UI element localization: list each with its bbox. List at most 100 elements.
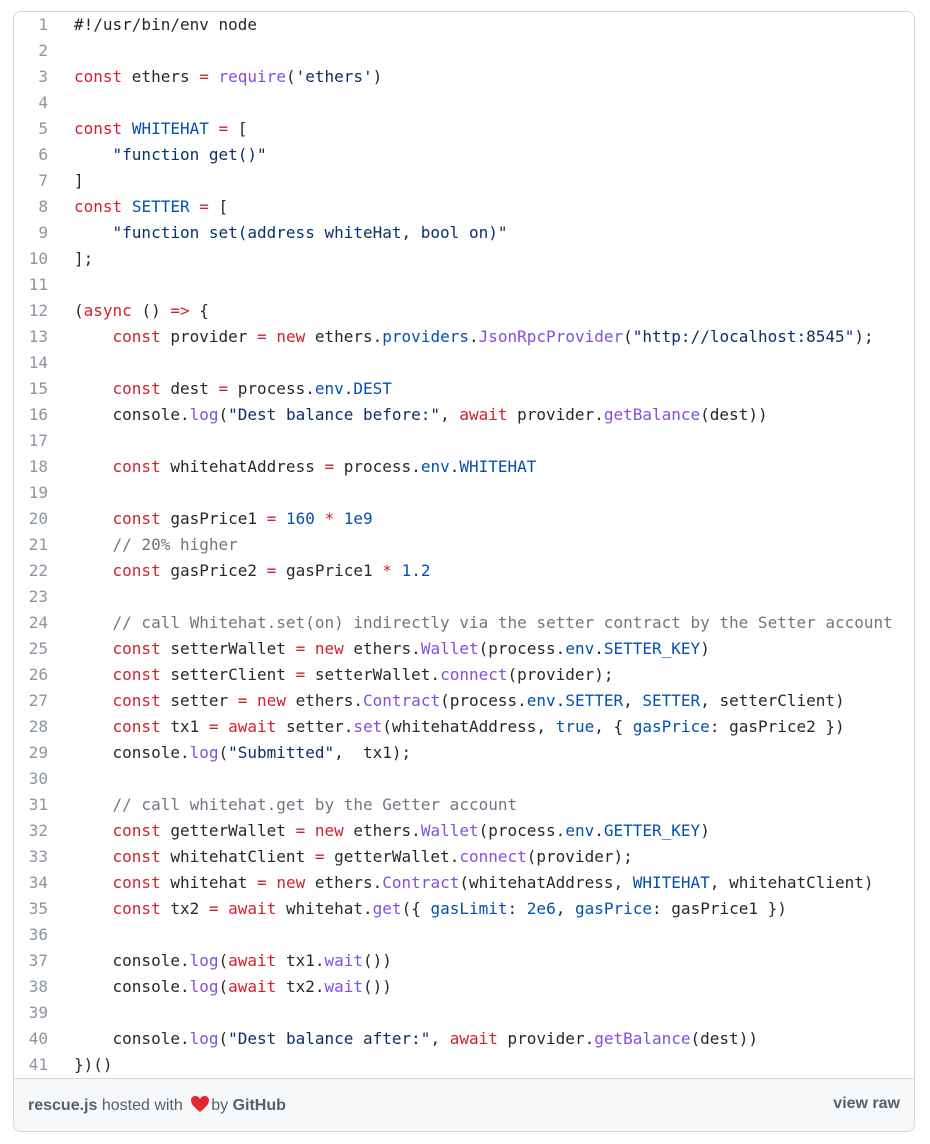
line-number[interactable]: 12 bbox=[28, 301, 48, 320]
line-number[interactable]: 14 bbox=[28, 353, 48, 372]
line-number[interactable]: 22 bbox=[28, 561, 48, 580]
line-content: const provider = new ethers.providers.Js… bbox=[112, 327, 874, 346]
code-line: 18 const whitehatAddress = process.env.W… bbox=[14, 454, 914, 480]
line-number[interactable]: 25 bbox=[28, 639, 48, 658]
line-number[interactable]: 36 bbox=[28, 925, 48, 944]
line-number[interactable]: 4 bbox=[38, 93, 48, 112]
code-line: 11 bbox=[14, 272, 914, 298]
code-line: 34 const whitehat = new ethers.Contract(… bbox=[14, 870, 914, 896]
line-content: console.log(await tx2.wait()) bbox=[74, 977, 392, 996]
line-content: console.log("Dest balance before:", awai… bbox=[74, 405, 768, 424]
line-number[interactable]: 18 bbox=[28, 457, 48, 476]
line-number[interactable]: 26 bbox=[28, 665, 48, 684]
line-number[interactable]: 19 bbox=[28, 483, 48, 502]
line-number[interactable]: 7 bbox=[38, 171, 48, 190]
code-line: 7] bbox=[14, 168, 914, 194]
code-line: 16 console.log("Dest balance before:", a… bbox=[14, 402, 914, 428]
line-number[interactable]: 3 bbox=[38, 67, 48, 86]
line-number[interactable]: 9 bbox=[38, 223, 48, 242]
line-content: // 20% higher bbox=[112, 535, 238, 554]
line-content: })() bbox=[74, 1055, 113, 1074]
code-line: 25 const setterWallet = new ethers.Walle… bbox=[14, 636, 914, 662]
line-content: (async () => { bbox=[74, 301, 209, 320]
line-number[interactable]: 38 bbox=[28, 977, 48, 996]
code-line: 35 const tx2 = await whitehat.get({ gasL… bbox=[14, 896, 914, 922]
line-content: const tx1 = await setter.set(whitehatAdd… bbox=[112, 717, 845, 736]
line-number[interactable]: 28 bbox=[28, 717, 48, 736]
code-line: 31 // call whitehat.get by the Getter ac… bbox=[14, 792, 914, 818]
filename-link[interactable]: rescue.js bbox=[28, 1097, 98, 1114]
code-line: 36 bbox=[14, 922, 914, 948]
line-content: "function get()" bbox=[112, 145, 267, 164]
line-number[interactable]: 40 bbox=[28, 1029, 48, 1048]
code-line: 26 const setterClient = setterWallet.con… bbox=[14, 662, 914, 688]
line-number[interactable]: 8 bbox=[38, 197, 48, 216]
line-content: const setterWallet = new ethers.Wallet(p… bbox=[112, 639, 710, 658]
line-number[interactable]: 30 bbox=[28, 769, 48, 788]
line-content: // call Whitehat.set(on) indirectly via … bbox=[112, 613, 893, 632]
line-content: const tx2 = await whitehat.get({ gasLimi… bbox=[112, 899, 787, 918]
view-raw-link[interactable]: view raw bbox=[833, 1095, 900, 1112]
line-number[interactable]: 24 bbox=[28, 613, 48, 632]
line-content: const whitehatAddress = process.env.WHIT… bbox=[112, 457, 537, 476]
line-content: #!/usr/bin/env node bbox=[74, 15, 258, 34]
by-text: by bbox=[211, 1097, 233, 1114]
line-content: const gasPrice2 = gasPrice1 * 1.2 bbox=[112, 561, 431, 580]
line-number[interactable]: 23 bbox=[28, 587, 48, 606]
code-line: 41 })() bbox=[14, 1052, 914, 1078]
line-number[interactable]: 37 bbox=[28, 951, 48, 970]
line-number[interactable]: 32 bbox=[28, 821, 48, 840]
line-number[interactable]: 13 bbox=[28, 327, 48, 346]
code-line: 38 console.log(await tx2.wait()) bbox=[14, 974, 914, 1000]
line-content: ]; bbox=[74, 249, 94, 268]
code-line: 23 bbox=[14, 584, 914, 610]
line-number[interactable]: 39 bbox=[28, 1003, 48, 1022]
code-line: 27 const setter = new ethers.Contract(pr… bbox=[14, 688, 914, 714]
line-number[interactable]: 11 bbox=[28, 275, 48, 294]
hosted-with-text: hosted with bbox=[97, 1097, 188, 1114]
line-content: console.log(await tx1.wait()) bbox=[74, 951, 392, 970]
line-content: const getterWallet = new ethers.Wallet(p… bbox=[112, 821, 710, 840]
line-number[interactable]: 17 bbox=[28, 431, 48, 450]
line-content: const setter = new ethers.Contract(proce… bbox=[112, 691, 845, 710]
line-content: const setterClient = setterWallet.connec… bbox=[112, 665, 614, 684]
line-number[interactable]: 5 bbox=[38, 119, 48, 138]
code-line: 3 const ethers = require('ethers') bbox=[14, 64, 914, 90]
code-line: 13 const provider = new ethers.providers… bbox=[14, 324, 914, 350]
code-line: 30 bbox=[14, 766, 914, 792]
code-line: 1 #!/usr/bin/env node bbox=[14, 12, 914, 38]
line-number[interactable]: 21 bbox=[28, 535, 48, 554]
code-line: 10]; bbox=[14, 246, 914, 272]
code-line: 28 const tx1 = await setter.set(whitehat… bbox=[14, 714, 914, 740]
line-number[interactable]: 16 bbox=[28, 405, 48, 424]
line-number[interactable]: 10 bbox=[28, 249, 48, 268]
line-number[interactable]: 34 bbox=[28, 873, 48, 892]
line-number[interactable]: 1 bbox=[38, 15, 48, 34]
code-line: 24 // call Whitehat.set(on) indirectly v… bbox=[14, 610, 914, 636]
line-content: ] bbox=[74, 171, 84, 190]
code-line: 6 "function get()" bbox=[14, 142, 914, 168]
line-number[interactable]: 29 bbox=[28, 743, 48, 762]
line-number[interactable]: 15 bbox=[28, 379, 48, 398]
line-number[interactable]: 20 bbox=[28, 509, 48, 528]
line-number[interactable]: 41 bbox=[28, 1055, 48, 1074]
line-number[interactable]: 31 bbox=[28, 795, 48, 814]
code-line: 15 const dest = process.env.DEST bbox=[14, 376, 914, 402]
code-line: 40 console.log("Dest balance after:", aw… bbox=[14, 1026, 914, 1052]
line-number[interactable]: 35 bbox=[28, 899, 48, 918]
line-number[interactable]: 27 bbox=[28, 691, 48, 710]
line-number[interactable]: 6 bbox=[38, 145, 48, 164]
line-content: const whitehat = new ethers.Contract(whi… bbox=[112, 873, 874, 892]
code-line: 9 "function set(address whiteHat, bool o… bbox=[14, 220, 914, 246]
line-content: const ethers = require('ethers') bbox=[74, 67, 383, 86]
line-number[interactable]: 2 bbox=[38, 41, 48, 60]
line-number[interactable]: 33 bbox=[28, 847, 48, 866]
line-content: const gasPrice1 = 160 * 1e9 bbox=[112, 509, 373, 528]
line-content: console.log("Dest balance after:", await… bbox=[74, 1029, 758, 1048]
code-line: 37 console.log(await tx1.wait()) bbox=[14, 948, 914, 974]
github-link[interactable]: GitHub bbox=[232, 1097, 286, 1114]
